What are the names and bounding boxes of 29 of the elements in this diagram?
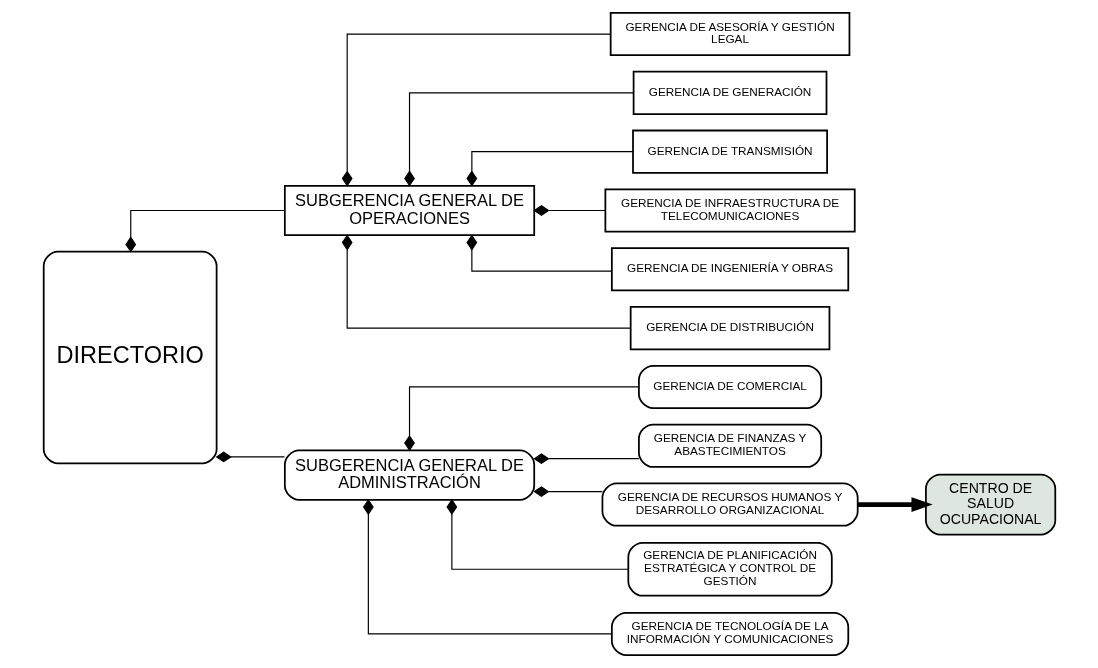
connector — [341, 33, 611, 187]
node-box: GERENCIA DE INGENIERÍA Y OBRAS — [610, 247, 849, 292]
connector — [124, 209, 285, 253]
connector — [532, 486, 603, 498]
connector — [403, 386, 639, 452]
node-box: SUBGERENCIA GENERAL DE OPERACIONES — [283, 184, 535, 237]
node-box: GERENCIA DE INFRAESTRUCTURA DE TELECOMUNICACIONES — [604, 188, 856, 233]
node-box: GERENCIA DE TECNOLOGÍA DE LA INFORMACIÓN Y COMUNICACIONES — [610, 611, 849, 656]
node-box: GERENCIA DE FINANZAS Y ABASTECIMIENTOS — [637, 423, 822, 468]
node-box: SUBGERENCIA GENERAL DE ADMINISTRACIÓN — [283, 449, 535, 501]
connector — [532, 205, 606, 216]
connector — [465, 234, 612, 272]
node-box: GERENCIA DE GENERACIÓN — [632, 70, 827, 115]
node-box: GERENCIA DE COMERCIAL — [637, 364, 822, 409]
node-box: GERENCIA DE DISTRIBUCIÓN — [629, 306, 830, 351]
connector — [341, 234, 631, 329]
node-box: CENTRO DE SALUD OCUPACIONAL — [924, 473, 1056, 536]
connector — [362, 498, 612, 635]
connector — [445, 498, 629, 570]
connector — [465, 151, 633, 187]
node-box: DIRECTORIO — [42, 250, 217, 465]
node-box: GERENCIA DE PLANIFICACIÓN ESTRATÉGICA Y CONTROL DE GESTIÓN — [626, 541, 833, 597]
connector — [215, 451, 285, 463]
node-box: GERENCIA DE RECURSOS HUMANOS Y DESARROLLO ORGANIZACIONAL — [601, 482, 859, 527]
node-box: GERENCIA DE ASESORÍA Y GESTIÓN LEGAL — [609, 12, 850, 57]
connector — [403, 92, 634, 187]
connector — [532, 453, 639, 465]
node-box: GERENCIA DE TRANSMISIÓN — [631, 129, 828, 174]
arrow — [857, 497, 933, 512]
